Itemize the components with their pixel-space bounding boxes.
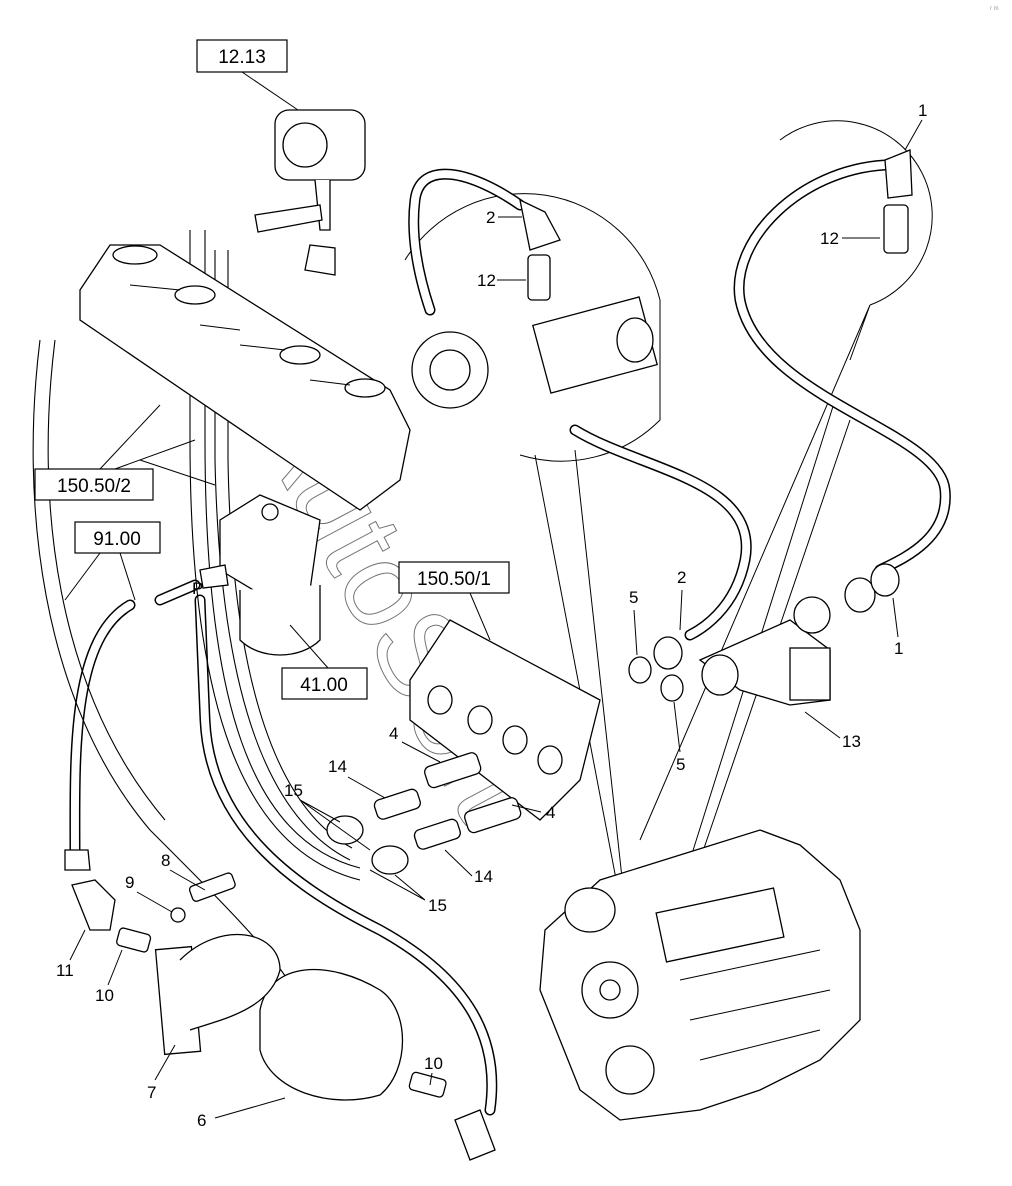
callout-5: 5 (676, 755, 685, 774)
hose-1 (733, 159, 951, 576)
callout-6: 6 (197, 1111, 206, 1130)
callouts: 1 12 2 12 5 2 1 5 13 4 14 15 4 14 15 8 9… (56, 101, 927, 1130)
ref-box-91-00[interactable]: 91.00 (64, 521, 161, 601)
accumulator-6 (64, 849, 496, 1161)
ref-label: 150.50/1 (417, 569, 491, 590)
manifold-block (409, 619, 601, 821)
callout-12: 12 (477, 271, 496, 290)
callout-2: 2 (486, 208, 495, 227)
callout-14: 14 (474, 867, 493, 886)
ref-label: 91.00 (93, 529, 141, 550)
callout-12: 12 (820, 229, 839, 248)
engine (539, 829, 861, 1121)
callout-1: 1 (918, 101, 927, 120)
ref-label: 150.50/2 (57, 476, 131, 497)
hose-2 (408, 168, 752, 641)
callout-9: 9 (125, 873, 134, 892)
callout-11: 11 (56, 961, 74, 980)
detail-circle-middle (404, 193, 661, 462)
callout-10: 10 (95, 986, 114, 1005)
callout-13: 13 (842, 732, 861, 751)
callout-15: 15 (284, 781, 303, 800)
callout-1: 1 (894, 639, 903, 658)
ref-box-150-50-2[interactable]: 150.50/2 (34, 404, 216, 501)
port-label-p: P (192, 579, 203, 598)
ref-box-12-13[interactable]: 12.13 (196, 39, 299, 111)
callout-2: 2 (677, 568, 686, 587)
filter-41-00 (199, 494, 321, 656)
callout-4: 4 (546, 803, 555, 822)
ref-box-41-00[interactable]: 41.00 (281, 624, 368, 700)
callout-10: 10 (424, 1054, 443, 1073)
hose-return (69, 579, 498, 1116)
solenoid-valve-13 (628, 563, 900, 706)
corner-mark: r m (990, 6, 999, 12)
valve-cover (79, 244, 411, 511)
detail-leader-right (639, 304, 871, 841)
callout-5: 5 (629, 588, 638, 607)
detail-circle-right (779, 120, 933, 306)
callout-7: 7 (147, 1083, 156, 1102)
detail-leader-middle (534, 449, 626, 906)
callout-4: 4 (389, 724, 398, 743)
callout-8: 8 (161, 851, 170, 870)
ref-label: 41.00 (300, 675, 348, 696)
ref-box-150-50-1[interactable]: 150.50/1 (398, 561, 510, 641)
pump-12-13 (254, 109, 366, 276)
ref-label: 12.13 (218, 47, 266, 68)
detail-contents (411, 149, 913, 409)
callout-14: 14 (328, 757, 347, 776)
callout-15: 15 (428, 896, 447, 915)
